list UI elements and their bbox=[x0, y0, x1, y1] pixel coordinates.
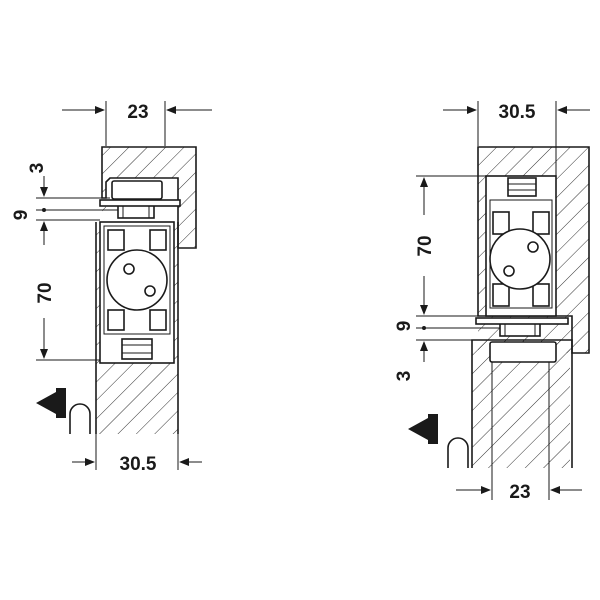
right-dim-bottom-width: 23 bbox=[456, 362, 582, 503]
right-dim-gap-small-label: 3 bbox=[394, 371, 415, 382]
right-closer-body bbox=[485, 175, 557, 317]
right-dim-body-height-label: 70 bbox=[415, 235, 436, 256]
right-dim-gap-medium-label: 9 bbox=[394, 321, 415, 332]
right-dim-top-width: 30.5 bbox=[443, 101, 590, 176]
left-dim-top-width-label: 23 bbox=[127, 102, 148, 123]
right-guide-rail bbox=[489, 341, 557, 363]
right-dim-bottom-width-label: 23 bbox=[509, 482, 530, 503]
left-dim-top-width: 23 bbox=[62, 101, 212, 146]
right-dim-top-width-label: 30.5 bbox=[499, 102, 536, 123]
left-dim-body-height-label: 70 bbox=[35, 282, 56, 303]
left-dim-gap-small-label: 3 bbox=[27, 163, 48, 174]
left-slide-block bbox=[99, 199, 181, 219]
left-dim-vertical: 3 9 70 bbox=[11, 163, 118, 361]
left-dim-bottom-width: 30.5 bbox=[72, 434, 202, 475]
right-view: 30.5 23 70 9 3 bbox=[394, 101, 590, 503]
left-push-direction-icon bbox=[36, 388, 66, 418]
right-door-stop bbox=[447, 437, 469, 468]
right-dim-vertical: 70 9 3 bbox=[394, 175, 500, 382]
left-guide-rail bbox=[111, 180, 163, 200]
left-door-stop bbox=[69, 403, 91, 434]
right-push-direction-icon bbox=[408, 414, 438, 444]
left-closer-body bbox=[99, 221, 175, 364]
left-view: 23 30.5 3 9 70 bbox=[11, 101, 212, 475]
left-dim-bottom-width-label: 30.5 bbox=[120, 454, 157, 475]
left-dim-gap-medium-label: 9 bbox=[11, 210, 32, 221]
